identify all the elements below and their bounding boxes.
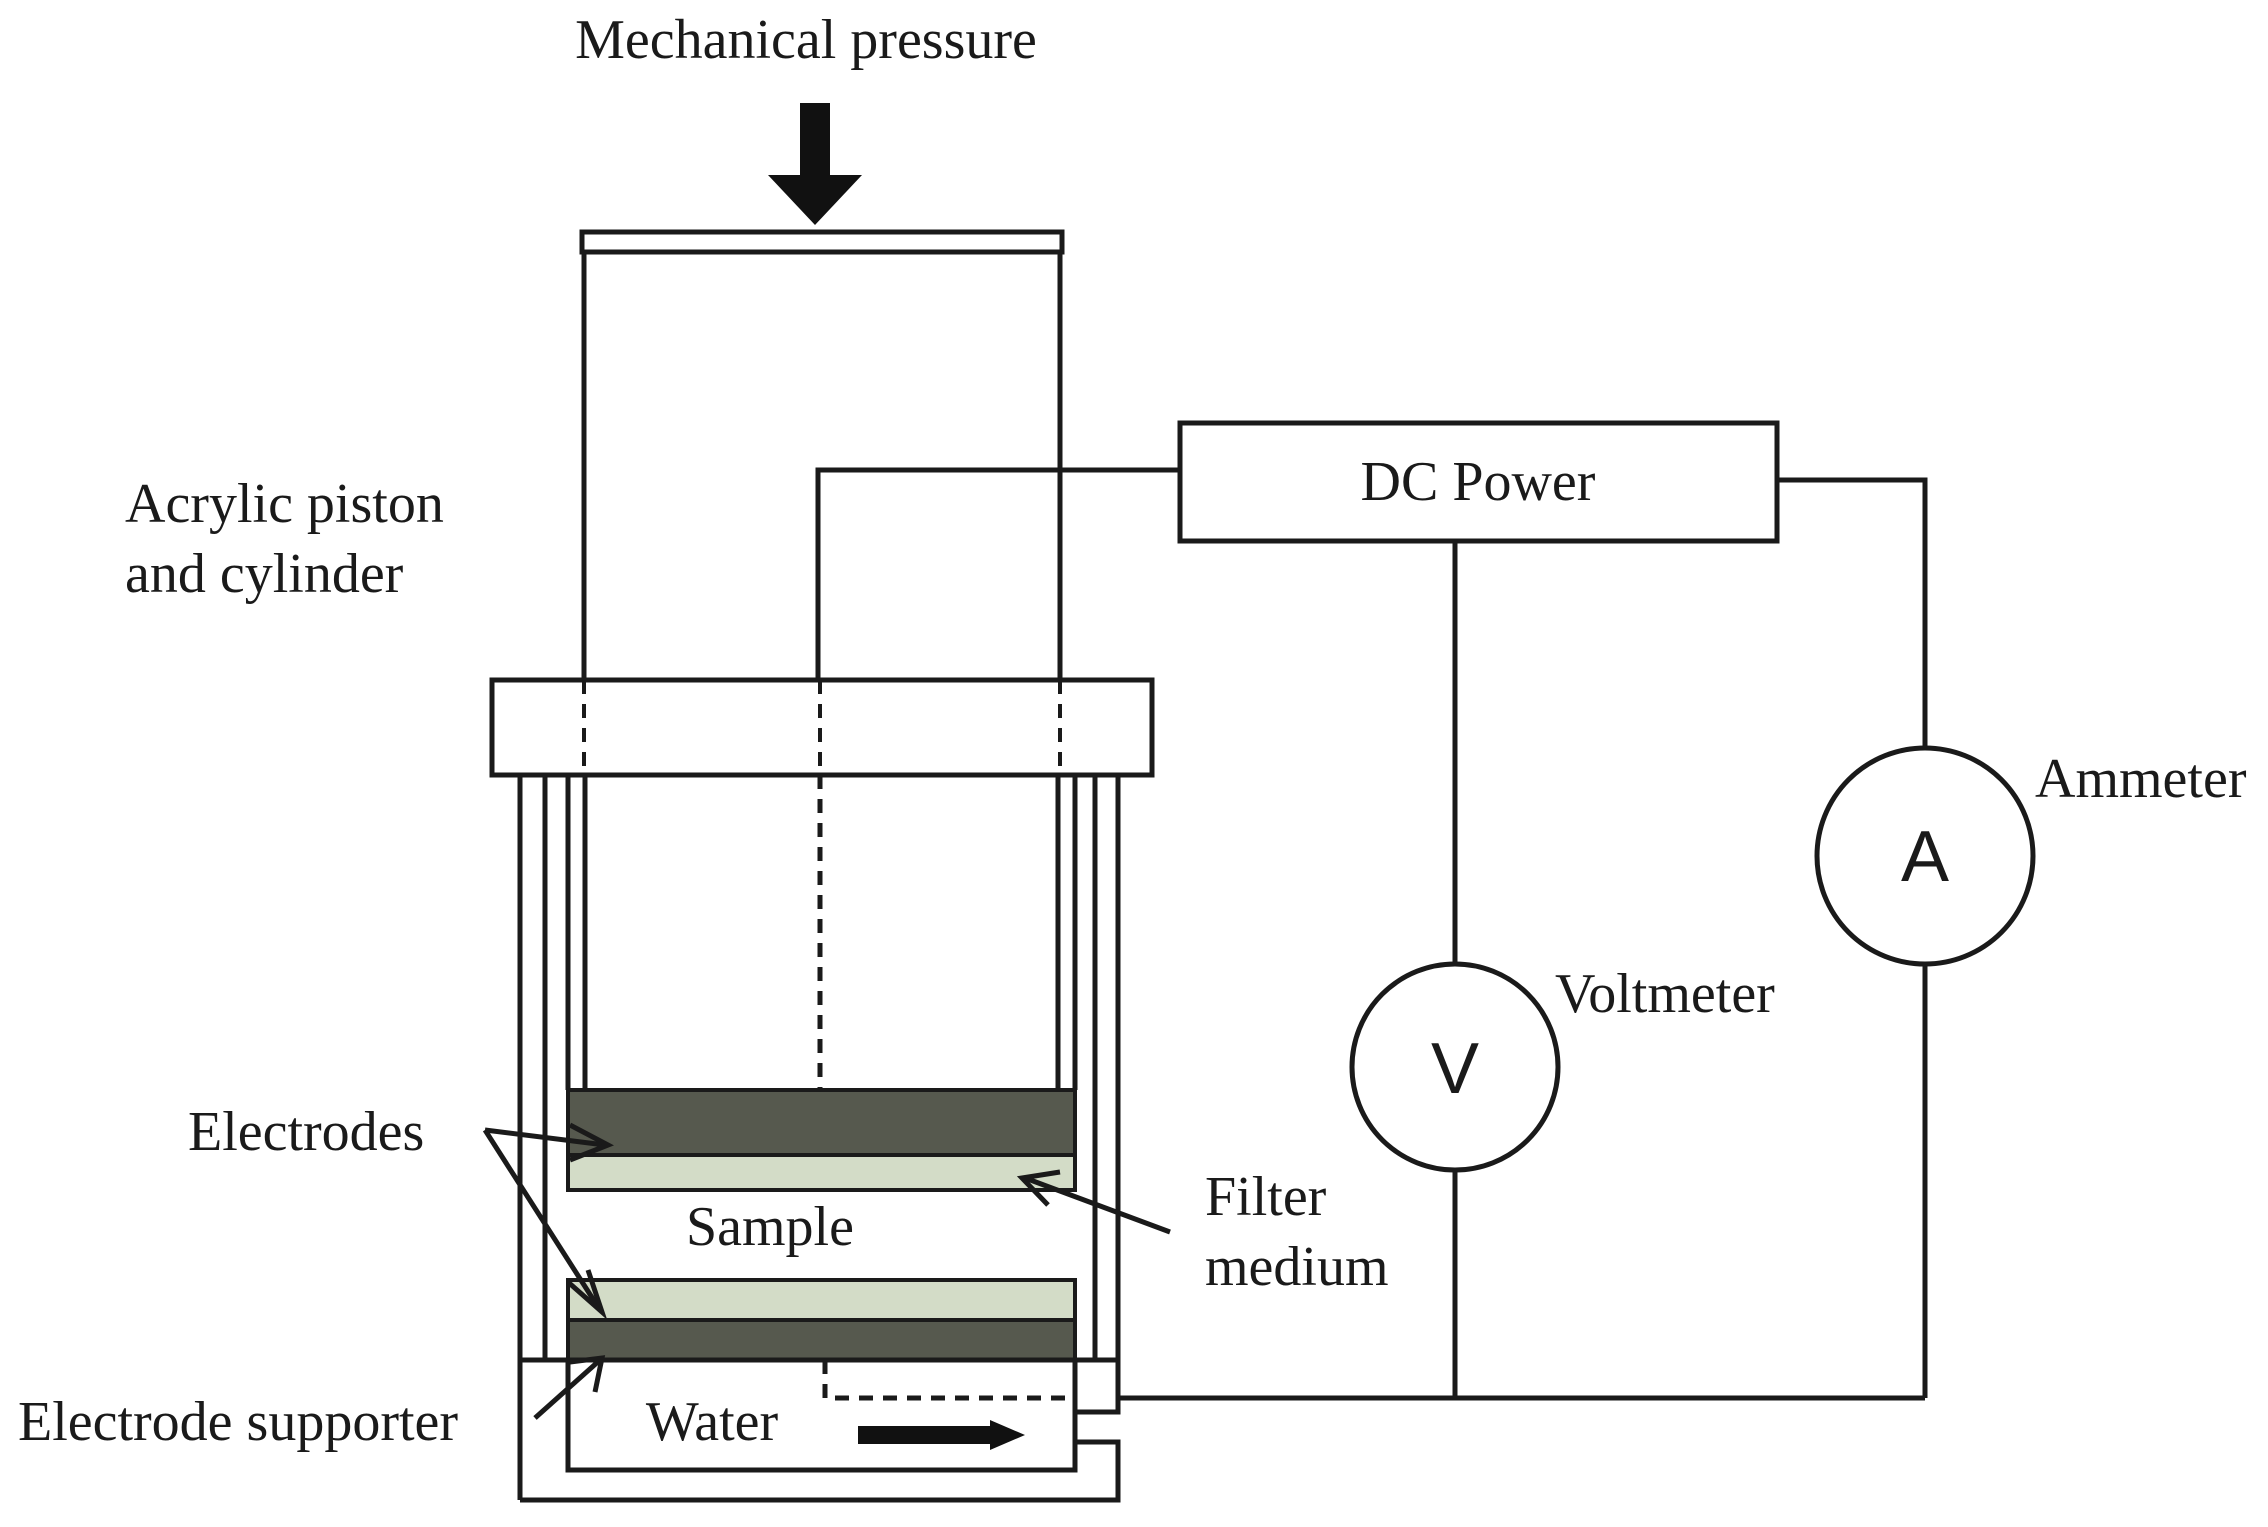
upper-filter-medium (566, 1153, 1077, 1192)
lower-filter-medium (566, 1278, 1077, 1322)
mechanical-pressure-label: Mechanical pressure (575, 9, 1037, 71)
electrodes-label: Electrodes (188, 1101, 424, 1163)
dc-power-label: DC Power (1361, 451, 1596, 513)
piston-top (579, 229, 1065, 255)
electrode-supporter-callout-arrow (533, 1355, 606, 1420)
water-flow-arrow-icon (858, 1420, 1025, 1450)
filter-medium-label-line1: Filter (1205, 1166, 1327, 1228)
ammeter-icon (1814, 745, 2036, 967)
electrode-supporter-label: Electrode supporter (18, 1391, 458, 1453)
pressure-arrow-icon (768, 103, 862, 225)
lower-electrode (566, 1318, 1077, 1362)
ammeter-symbol: A (1901, 817, 1949, 897)
sample-label: Sample (686, 1196, 854, 1258)
filter-medium-label-line2: medium (1205, 1236, 1389, 1298)
dc-power-box (1177, 420, 1780, 544)
water-label: Water (646, 1391, 779, 1453)
voltmeter-icon (1349, 961, 1561, 1173)
filter-medium-callout-arrow (1016, 1169, 1171, 1235)
acrylic-label-line2: and cylinder (125, 543, 404, 605)
wire-dc-to-upper-electrode (815, 467, 1180, 680)
acrylic-label-line1: Acrylic piston (125, 473, 444, 535)
electrode-supporter (520, 1357, 1121, 1503)
ammeter-label: Ammeter (2035, 748, 2247, 810)
voltmeter-label: Voltmeter (1555, 963, 1775, 1025)
upper-electrode (566, 1088, 1077, 1157)
electrodes-callout-arrows (482, 1122, 614, 1321)
voltmeter-symbol: V (1431, 1029, 1479, 1109)
